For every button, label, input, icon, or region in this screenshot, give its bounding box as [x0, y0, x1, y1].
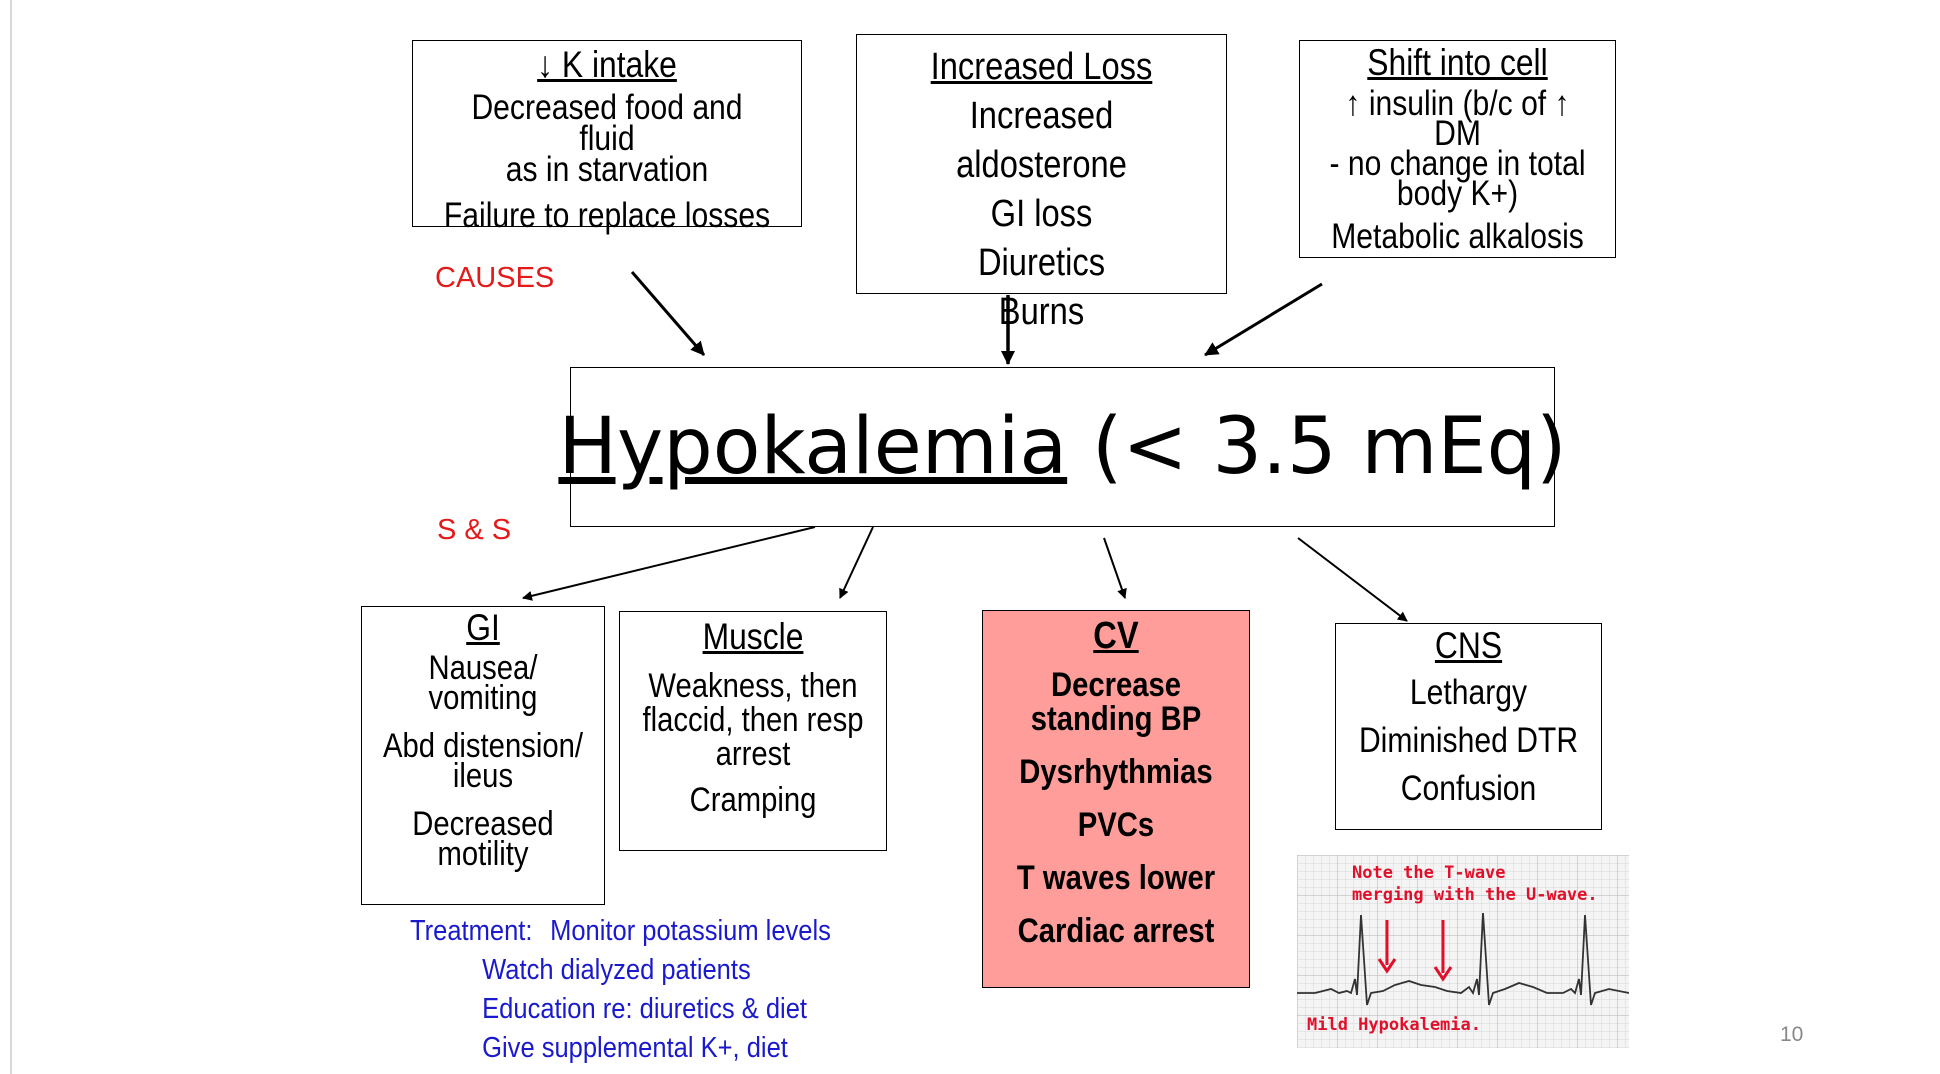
cns-title: CNS — [1434, 625, 1503, 666]
page-number: 10 — [1780, 1023, 1804, 1046]
ecg-note-line: Note the T-wave — [1352, 863, 1506, 883]
cv-box: CV Decrease standing BP Dysrhythmias PVC… — [982, 610, 1250, 988]
loss-line: GI loss — [990, 193, 1093, 235]
causes-label: CAUSES — [435, 262, 555, 294]
loss-box: Increased Loss Increased aldosterone GI … — [856, 34, 1227, 333]
arrow-main-to-gi — [522, 526, 816, 601]
intake-line: Failure to replace losses — [443, 196, 771, 235]
treatment-item: Watch dialyzed patients — [482, 954, 751, 986]
treatment-item: Monitor potassium levels — [550, 915, 831, 947]
cv-line: Decrease — [1050, 666, 1182, 704]
treatment-block: Treatment: Monitor potassium levels Watc… — [410, 912, 888, 1068]
treatment-label: Treatment: — [410, 915, 533, 947]
gi-line: ileus — [452, 757, 514, 795]
cv-line: Cardiac arrest — [1017, 912, 1215, 950]
muscle-line: Weakness, then — [648, 667, 858, 705]
treatment-item: Give supplemental K+, diet — [482, 1032, 788, 1064]
ecg-strip-image: Note the T-wave merging with the U-wave.… — [1297, 855, 1629, 1048]
muscle-title: Muscle — [702, 616, 804, 657]
slide-edge-rule — [10, 0, 12, 1074]
main-subtitle: (< 3.5 mEq) — [1091, 402, 1567, 492]
arrow-main-to-cv — [1103, 537, 1127, 599]
cns-line: Confusion — [1400, 769, 1537, 808]
main-title: Hypokalemia — [558, 402, 1068, 492]
intake-line: as in starvation — [505, 150, 709, 189]
cv-line: T waves lower — [1016, 859, 1216, 897]
cv-line: PVCs — [1077, 806, 1155, 844]
cv-line: Dysrhythmias — [1019, 753, 1213, 791]
gi-line: Abd distension/ — [383, 727, 583, 765]
shift-line: - no change in total — [1329, 144, 1586, 183]
shift-title: Shift into cell — [1367, 42, 1548, 83]
cv-title: CV — [1093, 615, 1139, 657]
shift-line: body K+) — [1396, 174, 1519, 213]
gi-title: GI — [466, 607, 500, 648]
gi-line: motility — [437, 835, 529, 873]
ecg-note: Note the T-wave merging with the U-wave. — [1352, 862, 1598, 906]
intake-box: ↓ K intake Decreased food and fluid as i… — [412, 40, 802, 233]
intake-title: ↓ K intake — [537, 44, 677, 85]
loss-title: Increased Loss — [930, 46, 1153, 88]
cns-line: Lethargy — [1409, 673, 1528, 712]
gi-line: Decreased — [412, 805, 554, 843]
gi-line: vomiting — [428, 679, 538, 717]
main-box: Hypokalemia (< 3.5 mEq) — [558, 367, 1567, 527]
cns-box: CNS Lethargy Diminished DTR Confusion — [1335, 623, 1602, 830]
loss-line: Burns — [998, 291, 1085, 333]
shift-line: ↑ insulin (b/c of ↑ DM — [1345, 84, 1570, 153]
muscle-line: arrest — [715, 735, 791, 773]
arrow-shift-to-main — [1204, 282, 1323, 357]
gi-box: GI Nausea/ vomiting Abd distension/ ileu… — [361, 606, 605, 905]
loss-line: Diuretics — [977, 242, 1106, 284]
arrow-intake-to-main — [630, 271, 706, 356]
arrow-main-to-cns — [1297, 537, 1408, 622]
ecg-caption: Mild Hypokalemia. — [1307, 1015, 1481, 1035]
muscle-line: Cramping — [689, 781, 817, 819]
cv-line: standing BP — [1030, 700, 1202, 738]
cns-line: Diminished DTR — [1358, 721, 1579, 760]
arrow-main-to-muscle — [839, 526, 874, 599]
ecg-note-line: merging with the U-wave. — [1352, 885, 1598, 905]
gi-line: Nausea/ — [428, 649, 538, 687]
ecg-trace-graphic — [1297, 855, 1629, 1048]
muscle-box: Muscle Weakness, then flaccid, then resp… — [619, 611, 887, 851]
shift-line: Metabolic alkalosis — [1331, 217, 1584, 256]
ss-label: S & S — [437, 514, 512, 546]
muscle-line: flaccid, then resp — [642, 701, 864, 739]
intake-line: Decreased food and fluid — [471, 88, 743, 158]
shift-box: Shift into cell ↑ insulin (b/c of ↑ DM -… — [1299, 40, 1616, 258]
loss-line: Increased aldosterone — [956, 95, 1127, 186]
treatment-item: Education re: diuretics & diet — [482, 993, 808, 1025]
